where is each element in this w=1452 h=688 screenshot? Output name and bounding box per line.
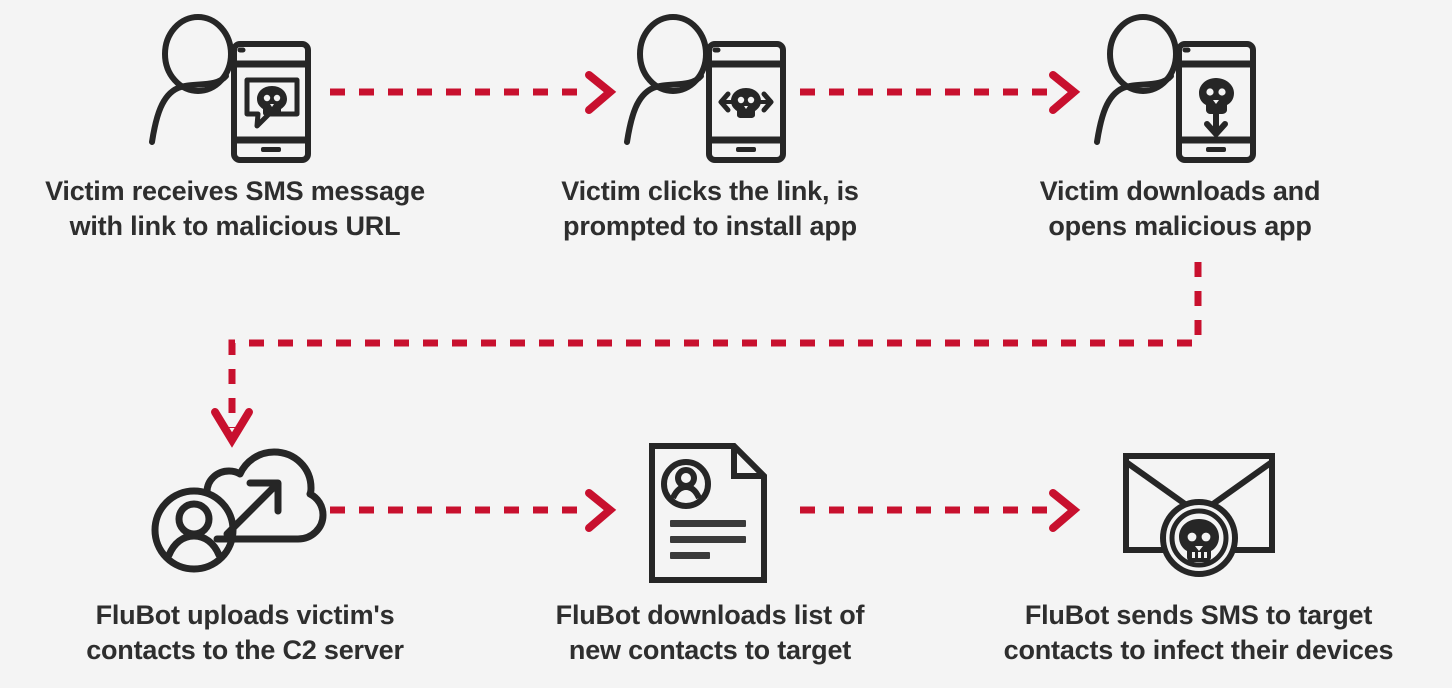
skull-glyph — [731, 88, 761, 118]
step-3: Victim downloads and opens malicious app — [955, 14, 1405, 243]
document-text-lines — [670, 520, 746, 559]
contact-document-icon — [649, 443, 767, 583]
connector-5-6 — [800, 489, 1081, 532]
envelope-skull-icon — [1122, 453, 1275, 577]
connector-2-3 — [800, 71, 1081, 114]
connector-4-5 — [330, 489, 617, 532]
skull-glyph — [1199, 78, 1234, 114]
skull-glyph — [257, 86, 287, 116]
step-6-label: FluBot sends SMS to target contacts to i… — [1003, 600, 1394, 665]
step-1-label: Victim receives SMS message with link to… — [45, 176, 425, 241]
connector-3-4 — [211, 262, 1202, 448]
person-with-phone-sms-skull-icon — [149, 14, 311, 163]
step-5-label: FluBot downloads list of new contacts to… — [555, 600, 865, 665]
step-4-label: FluBot uploads victim's contacts to the … — [86, 600, 404, 665]
step-2-label: Victim clicks the link, is prompted to i… — [561, 176, 859, 241]
skull-badge — [1159, 499, 1238, 577]
connector-1-2 — [330, 71, 617, 114]
step-5: FluBot downloads list of new contacts to… — [480, 438, 940, 667]
step-2: Victim clicks the link, is prompted to i… — [490, 14, 930, 243]
step-4: FluBot uploads victim's contacts to the … — [0, 438, 490, 667]
person-with-phone-download-skull-icon — [1094, 14, 1256, 163]
cloud-upload-contact-icon — [151, 448, 327, 573]
person-with-phone-install-skull-icon — [624, 14, 786, 163]
step-3-label: Victim downloads and opens malicious app — [1039, 176, 1321, 241]
step-6: FluBot sends SMS to target contacts to i… — [945, 438, 1452, 667]
step-1: Victim receives SMS message with link to… — [0, 14, 470, 243]
